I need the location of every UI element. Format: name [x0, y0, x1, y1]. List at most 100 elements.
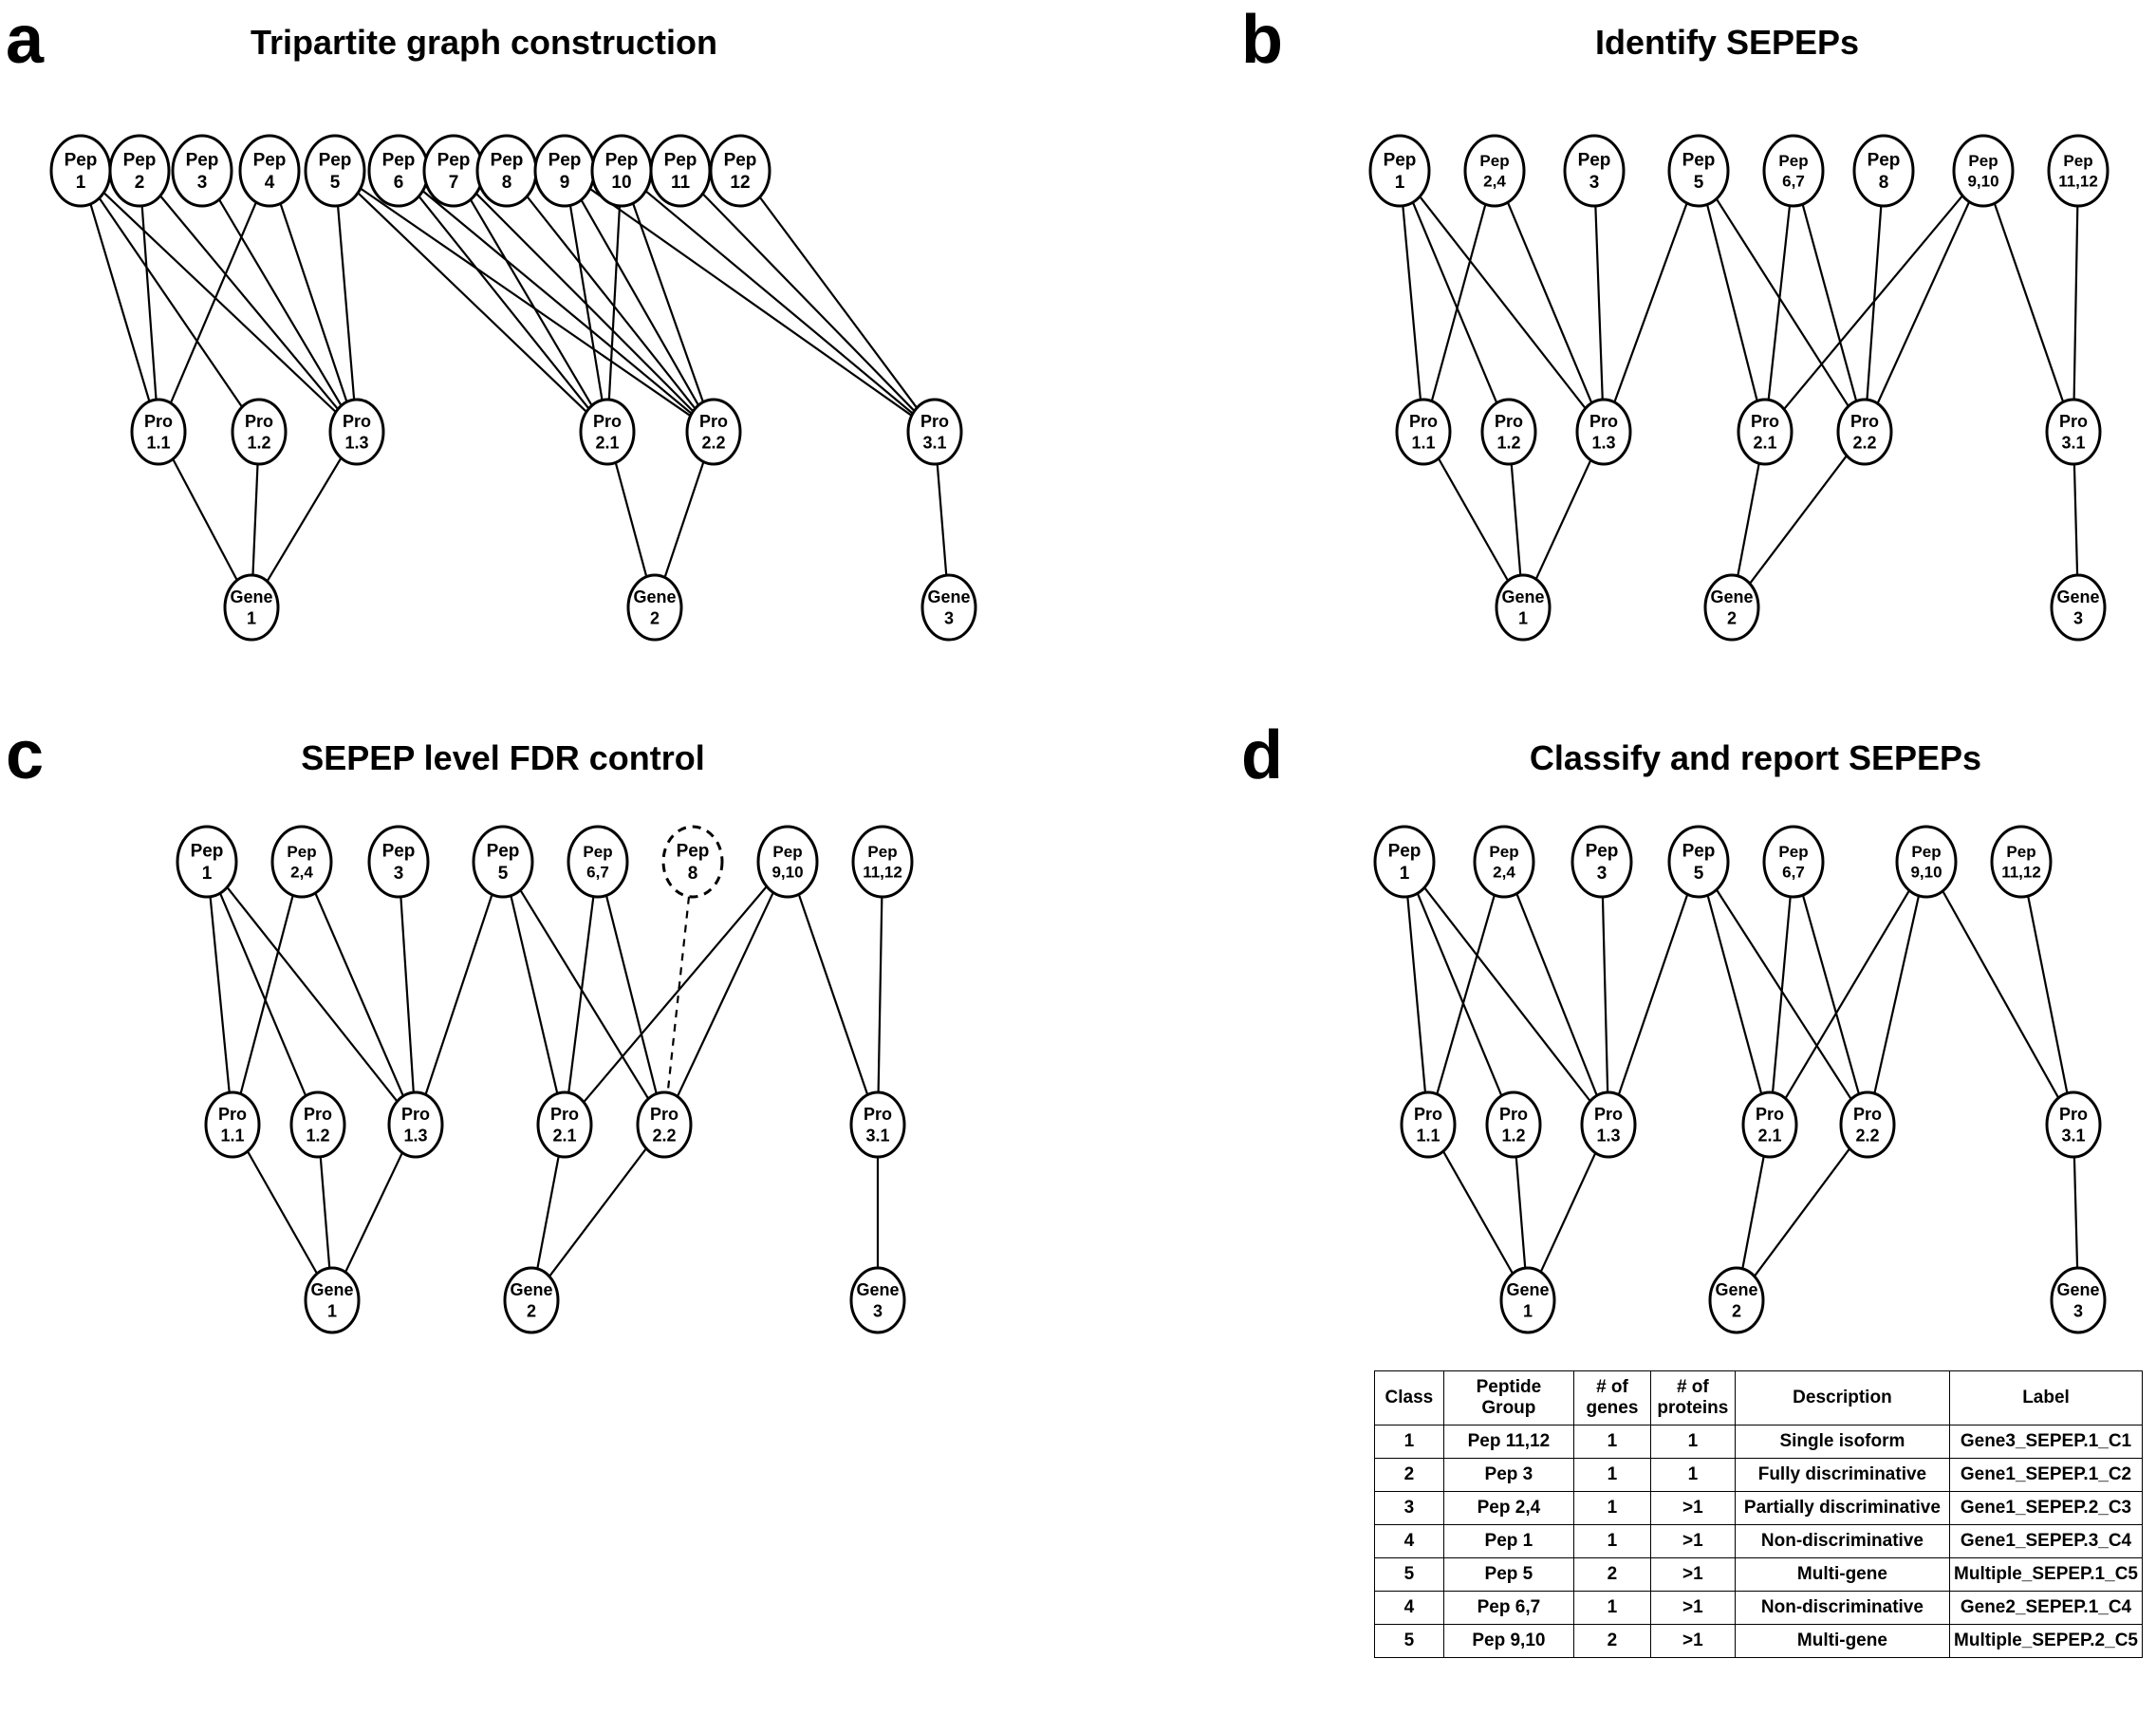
graph-edge [580, 199, 700, 406]
graph-edge [1539, 1152, 1597, 1273]
node-label: 2.2 [1852, 433, 1876, 452]
panel-d-graph: Pep1Pep2,4Pep3Pep5Pep6,7Pep9,10Pep11,12P… [1373, 825, 2107, 1334]
node-label: Pep [867, 843, 897, 861]
node-label: 1.3 [1596, 1126, 1620, 1145]
graph-edge [1510, 463, 1522, 576]
node-label: Pro [144, 412, 173, 431]
panel-b-graph: Pep1Pep2,4Pep3Pep5Pep6,7Pep8Pep9,10Pep11… [1368, 134, 2110, 642]
node-label: Pep [1682, 842, 1716, 862]
graph-edge [336, 205, 356, 401]
graph-edge [421, 190, 693, 415]
node-label: Pro [343, 412, 371, 431]
table-cell: 1 [1573, 1523, 1651, 1558]
graph-edge [239, 895, 294, 1094]
node-label: 11,12 [863, 863, 902, 881]
graph-edge [676, 891, 774, 1097]
node-label: 1 [1523, 1301, 1533, 1320]
graph-edge [1594, 205, 1604, 401]
node-label: 1 [202, 864, 213, 884]
table-cell: 1 [1573, 1424, 1651, 1459]
graph-edge [1416, 892, 1503, 1097]
node-label: 3 [2073, 608, 2083, 627]
node-label: 1.1 [1411, 433, 1435, 452]
node-label: 2.1 [1757, 1126, 1781, 1145]
node-label: Pep [605, 151, 639, 171]
peptide-node-ellipse [1990, 825, 2053, 899]
graph-edge [1613, 202, 1688, 403]
node-label: Pep [1968, 152, 1998, 170]
graph-edge [1767, 205, 1792, 401]
node-label: 6,7 [1782, 863, 1805, 881]
protein-node-ellipse [849, 1090, 906, 1159]
gene-node-ellipse [304, 1266, 361, 1334]
protein-node-ellipse [1400, 1090, 1457, 1159]
graph-edge [251, 463, 259, 576]
graph-edge [758, 196, 919, 409]
node-label: 2 [650, 608, 660, 627]
node-label: 2.1 [1753, 433, 1776, 452]
graph-edge [607, 205, 622, 401]
graph-edge [169, 201, 257, 404]
graph-edge [218, 892, 307, 1097]
graph-edge [1801, 203, 1858, 402]
table-cell: Gene1_SEPEP.2_C3 [1949, 1490, 2143, 1525]
graph-edge [583, 885, 768, 1104]
node-label: 2 [1732, 1301, 1741, 1320]
peptide-node-ellipse [238, 134, 301, 208]
table-cell: 2 [1573, 1623, 1651, 1658]
peptide-node-ellipse [171, 134, 233, 208]
node-label: Gene [1715, 1280, 1757, 1299]
graph-edge [589, 187, 913, 417]
gene-node: Gene3 [920, 573, 977, 642]
graph-edge [663, 461, 705, 578]
peptide-node-ellipse [1762, 825, 1825, 899]
node-label: 1 [76, 173, 86, 193]
node-label: Gene [2056, 587, 2099, 606]
node-label: 8 [688, 864, 698, 884]
node-label: 3 [2073, 1301, 2083, 1320]
table-cell: 4 [1374, 1523, 1444, 1558]
node-label: Pep [1868, 151, 1901, 171]
graph-edge [604, 895, 658, 1094]
graph-edge [2072, 463, 2079, 576]
node-label: Pro [2059, 412, 2088, 431]
graph-edge [1801, 894, 1860, 1095]
graph-edge [536, 1155, 560, 1270]
node-label: Pep [2063, 152, 2092, 170]
protein-node-ellipse [1741, 1090, 1798, 1159]
table-cell: Multiple_SEPEP.1_C5 [1949, 1556, 2143, 1592]
node-label: 10 [611, 173, 631, 193]
node-label: Pep [186, 151, 219, 171]
graph-edge [666, 896, 691, 1093]
node-label: 6,7 [1782, 172, 1805, 190]
node-label: Pep [253, 151, 287, 171]
node-label: Pep [487, 842, 520, 862]
node-label: Pep [548, 151, 582, 171]
node-label: 1 [1518, 608, 1528, 627]
table-cell: 1 [1573, 1590, 1651, 1625]
graph-edge [1942, 890, 2060, 1099]
peptide-node-ellipse [1463, 134, 1526, 208]
graph-edge [1715, 888, 1852, 1100]
